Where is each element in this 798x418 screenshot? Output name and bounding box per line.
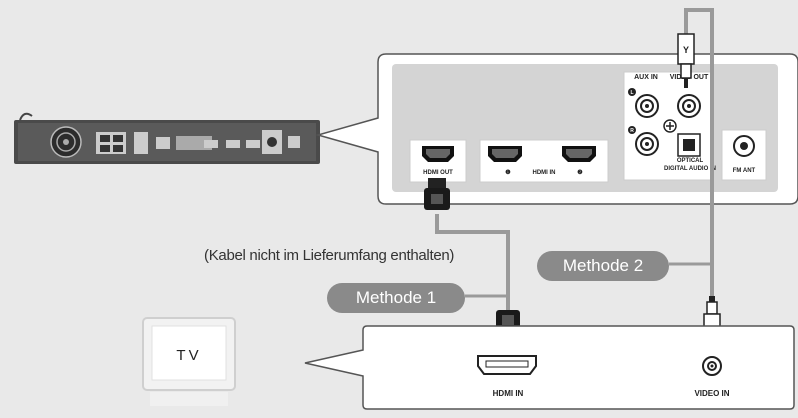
av-section: AUX IN VIDEO OUT L R OPTICAL DIG xyxy=(623,71,716,181)
tv-hdmi-in-label: HDMI IN xyxy=(493,389,524,398)
tv-label: TV xyxy=(176,347,201,364)
cables xyxy=(435,8,714,312)
fm-ant-label: FM ANT xyxy=(733,168,756,174)
tv-video-in-label: VIDEO IN xyxy=(694,389,729,398)
aux-jack-left xyxy=(635,94,659,118)
hdmi-in-port-1-label: ❶ xyxy=(505,169,511,176)
aux-in-label: AUX IN xyxy=(634,74,658,81)
method-1-label: Methode 1 xyxy=(327,283,465,313)
digital-audio-in-label: DIGITAL AUDIO IN xyxy=(664,166,716,172)
tv-callout xyxy=(304,325,795,410)
hdmi-out-label: HDMI OUT xyxy=(423,170,453,176)
hdmi-in-section: ❶ HDMI IN ❷ xyxy=(479,139,609,183)
player-unit xyxy=(14,112,320,164)
hdmi-in-port-2-label: ❷ xyxy=(577,169,583,176)
video-plug-top: Y xyxy=(677,33,695,88)
method-2-label: Methode 2 xyxy=(537,251,669,281)
tv-hdmi-in-port: HDMI IN xyxy=(477,355,537,398)
hdmi-out-section: HDMI OUT xyxy=(409,139,467,183)
aux-left-marker: L xyxy=(630,90,633,96)
aux-in-line: AUX IN xyxy=(634,74,658,81)
y-label-top: Y xyxy=(683,45,689,55)
tv-icon: TV xyxy=(142,317,236,406)
video-out-jack xyxy=(677,94,701,118)
aux-jack-right xyxy=(635,132,659,156)
optical-label: OPTICAL xyxy=(677,158,704,164)
aux-right-marker: R xyxy=(630,128,634,134)
cable-not-included-note: (Kabel nicht im Lieferumfang enthalten) xyxy=(204,247,455,264)
fm-ant-section: FM ANT xyxy=(721,129,767,181)
tv-video-in-jack: VIDEO IN xyxy=(694,356,730,398)
hdmi-in-label: HDMI IN xyxy=(533,170,556,176)
hdmi-plug-top xyxy=(424,178,450,210)
